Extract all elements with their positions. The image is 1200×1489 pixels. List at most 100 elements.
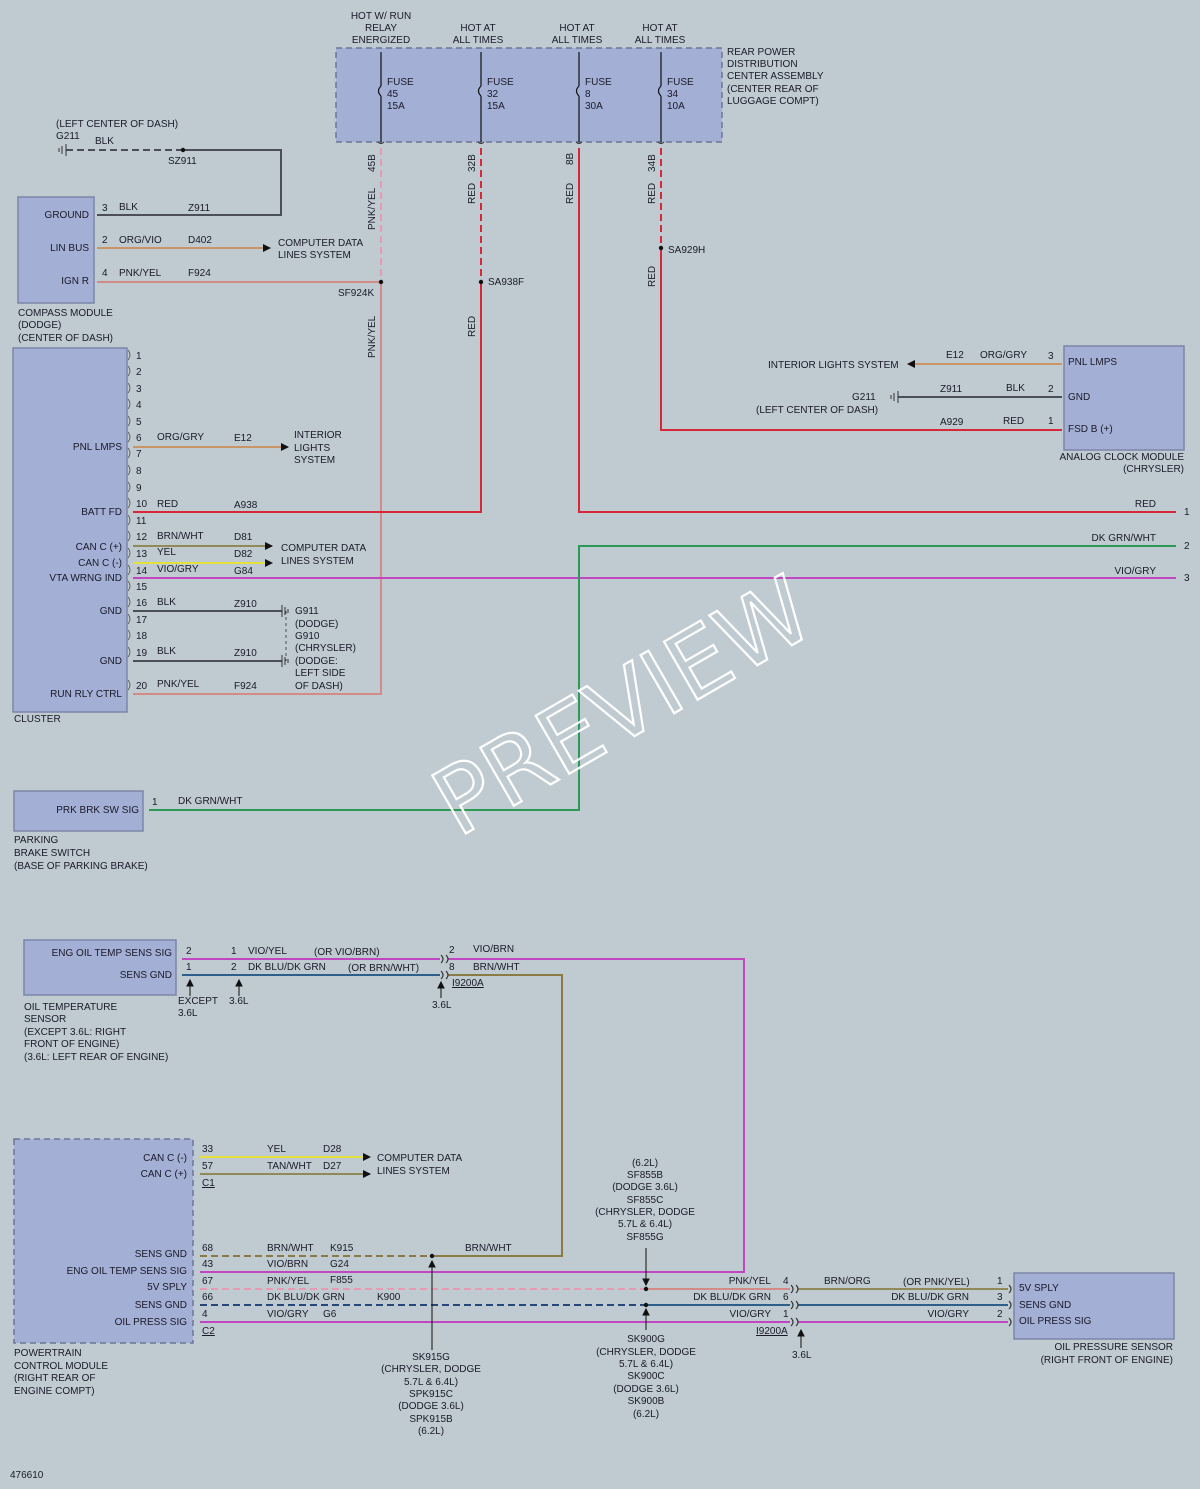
splice-dots [180, 147, 664, 1308]
oil-temp-sensor-box [23, 939, 177, 996]
right-edge-green-num: 2 [1184, 541, 1190, 552]
oiltemp-name-2: SENSOR [24, 1014, 66, 1025]
cluster-w10-color: RED [157, 499, 178, 510]
pcm-b4-label: OIL PRESS SIG [115, 1317, 188, 1328]
wires [66, 148, 1176, 1323]
compass-pin-lin-label: LIN BUS [50, 243, 89, 254]
oiltemp-name-3: (EXCEPT 3.6L: RIGHT [24, 1027, 126, 1038]
cluster-w12-circuit: D81 [234, 532, 253, 543]
cluster-pin-bracket [127, 365, 131, 377]
cluster-pin-number: 2 [136, 367, 142, 378]
cluster-pin-number: 9 [136, 483, 142, 494]
op-conn-pin-3: 1 [783, 1309, 789, 1320]
pcm-name-2: CONTROL MODULE [14, 1361, 108, 1372]
cluster-w16-circuit: Z910 [234, 599, 257, 610]
sf855-2: SF855B [627, 1170, 663, 1181]
pcm-b2-num: 67 [202, 1276, 214, 1287]
g211-wire: BLK [95, 136, 114, 147]
pcm-box [13, 1138, 194, 1344]
pin-45b: 45B [367, 154, 378, 172]
oiltemp-note-except-2: 3.6L [178, 1008, 198, 1019]
fuse32-label: FUSE [487, 77, 514, 88]
fuse45-number: 45 [387, 89, 399, 100]
oiltemp-sig-label: ENG OIL TEMP SENS SIG [52, 948, 173, 959]
pcm-b3-label: SENS GND [135, 1300, 187, 1311]
compass-name-1: COMPASS MODULE [18, 308, 113, 319]
pcm-canp-circuit: D27 [323, 1161, 342, 1172]
fuse45-amps: 15A [387, 101, 405, 112]
sf855-6: 5.7L & 6.4L) [618, 1219, 672, 1230]
cluster-pin-number: 15 [136, 582, 148, 593]
pin-8b: 8B [565, 152, 576, 165]
parking-pin-label: PRK BRK SW SIG [56, 805, 139, 816]
oiltemp-name-4: FRONT OF ENGINE) [24, 1039, 119, 1050]
top-ground-text: (LEFT CENTER OF DASH) G211 BLK SZ911 [56, 119, 197, 167]
pcm-name-1: POWERTRAIN [14, 1348, 82, 1359]
oil-temp-text: ENG OIL TEMP SENS SIG SENS GND 2 1 1 2 V… [24, 944, 520, 1063]
sk915-5: (DODGE 3.6L) [398, 1401, 464, 1412]
op-wire-2-color: DK BLU/DK GRN [693, 1292, 771, 1303]
cluster-pin-number: 12 [136, 532, 148, 543]
wire-oiltemp-sig-right [200, 958, 745, 1273]
cluster-w13-color: YEL [157, 547, 176, 558]
wire-z911-blk [97, 149, 282, 216]
cluster-w19-color: BLK [157, 646, 176, 657]
oiltemp-pin-a-1: 2 [186, 946, 192, 957]
wire-dkgrnwht [149, 545, 1176, 811]
cluster-gnd-text-1: G911 [295, 606, 319, 617]
ground-g211-clock-icon [890, 391, 899, 403]
pcm-b2-circuit: F855 [330, 1275, 353, 1286]
cluster-pin-bracket [127, 349, 131, 361]
compass-pin-ground-circuit: Z911 [188, 203, 210, 214]
cluster-cdl-2: LINES SYSTEM [281, 556, 354, 567]
clock-ils: INTERIOR LIGHTS SYSTEM [768, 360, 899, 371]
cluster-name: CLUSTER [14, 714, 61, 725]
fuse34-header-2: ALL TIMES [635, 35, 686, 46]
sk915-7: (6.2L) [418, 1426, 444, 1437]
fuse-34-symbol [657, 52, 662, 142]
cluster-pin-bracket [127, 596, 131, 608]
splice-sa938f-label: SA938F [488, 277, 524, 288]
cluster-canm-label: CAN C (-) [78, 558, 122, 569]
cluster-pin-bracket [127, 580, 131, 592]
splice-sk900 [643, 1302, 649, 1308]
module-boxes [12, 47, 1185, 1344]
right-edge-red-num: 1 [1184, 507, 1190, 518]
oiltemp-w1-alt: (OR VIO/BRN) [314, 947, 380, 958]
cluster-w14-circuit: G84 [234, 566, 253, 577]
fuse45-header-2: RELAY [365, 23, 397, 34]
clock-gnd-circuit: Z911 [940, 384, 962, 395]
pcm-b1-color: VIO/BRN [267, 1259, 308, 1270]
cluster-w20-color: PNK/YEL [157, 679, 200, 690]
fuse32-header-2: ALL TIMES [453, 35, 504, 46]
op-r3-label: OIL PRESS SIG [1019, 1316, 1092, 1327]
oiltemp-name-1: OIL TEMPERATURE [24, 1002, 117, 1013]
oiltemp-note-36-a: 3.6L [229, 996, 249, 1007]
cluster-pin-number: 11 [136, 516, 147, 527]
wire-pnkyel-run [133, 282, 382, 695]
pcm-b3-num: 66 [202, 1292, 214, 1303]
cluster-pnl-lmps-label: PNL LMPS [73, 442, 122, 453]
pin-32b: 32B [467, 154, 478, 172]
cluster-pin-bracket [127, 447, 131, 459]
right-edge-vio-num: 3 [1184, 573, 1190, 584]
fuse-box-desc-4: (CENTER REAR OF [727, 84, 819, 95]
fuse-45-symbol [377, 52, 382, 142]
right-edge-text: RED 1 DK GRN/WHT 2 VIO/GRY 3 [1092, 499, 1190, 584]
splice-sk915g [429, 1253, 435, 1259]
cluster-w19-circuit: Z910 [234, 648, 257, 659]
op-note: 3.6L [792, 1350, 812, 1361]
pcm-b2-label: 5V SPLY [147, 1282, 187, 1293]
op-r1-label: 5V SPLY [1019, 1283, 1059, 1294]
oil-press-text: PNK/YEL DK BLU/DK GRN VIO/GRY 4 6 1 I920… [693, 1276, 1173, 1366]
fuse8-label: FUSE [585, 77, 612, 88]
wire-fuse32-red [133, 282, 482, 513]
oiltemp-conn-pin-1: 2 [449, 945, 455, 956]
sk915-6: SPK915B [409, 1414, 453, 1425]
sf855-3: (DODGE 3.6L) [612, 1182, 678, 1193]
fuse-box [335, 47, 723, 143]
vlabel-pnkyel-1: PNK/YEL [367, 187, 378, 230]
cluster-ils-3: SYSTEM [294, 455, 335, 466]
op-name-2: (RIGHT FRONT OF ENGINE) [1041, 1355, 1173, 1366]
